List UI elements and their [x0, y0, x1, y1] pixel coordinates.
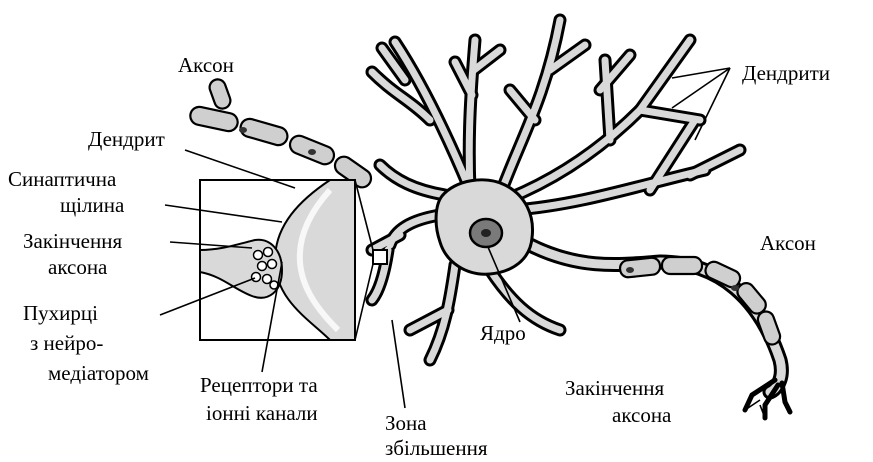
nucleolus	[481, 229, 491, 237]
zoom-connector-top	[355, 180, 373, 250]
label-vesicles-3: медіатором	[48, 361, 149, 385]
zoom-marker	[373, 250, 387, 264]
label-axon-terminal-left-1: Закінчення	[23, 229, 122, 253]
label-axon-right: Аксон	[760, 231, 816, 255]
label-dendrites: Дендрити	[742, 61, 830, 85]
axon-top-myelin	[189, 77, 375, 191]
label-receptors-1: Рецептори та	[200, 373, 318, 397]
label-synaptic-cleft-2: щілина	[60, 193, 125, 217]
label-nucleus: Ядро	[480, 321, 526, 345]
axon-right-myelin	[619, 257, 782, 347]
label-zoom-zone-1: Зона	[385, 411, 427, 435]
label-receptors-2: іонні канали	[206, 401, 318, 425]
label-zoom-zone-2: збільшення	[385, 436, 488, 460]
label-axon-terminal-right-2: аксона	[612, 403, 672, 427]
label-axon-top: Аксон	[178, 53, 234, 77]
dendrite-tree	[372, 20, 740, 360]
label-axon-terminal-left-2: аксона	[48, 255, 108, 279]
axon-terminal-right	[745, 380, 790, 418]
label-vesicles-1: Пухирці	[23, 301, 98, 325]
label-axon-terminal-right-1: Закінчення	[565, 376, 664, 400]
zoom-inset	[200, 180, 355, 340]
label-dendrite: Дендрит	[88, 127, 165, 151]
label-vesicles-2: з нейро-	[30, 331, 103, 355]
label-synaptic-cleft-1: Синаптична	[8, 167, 117, 191]
